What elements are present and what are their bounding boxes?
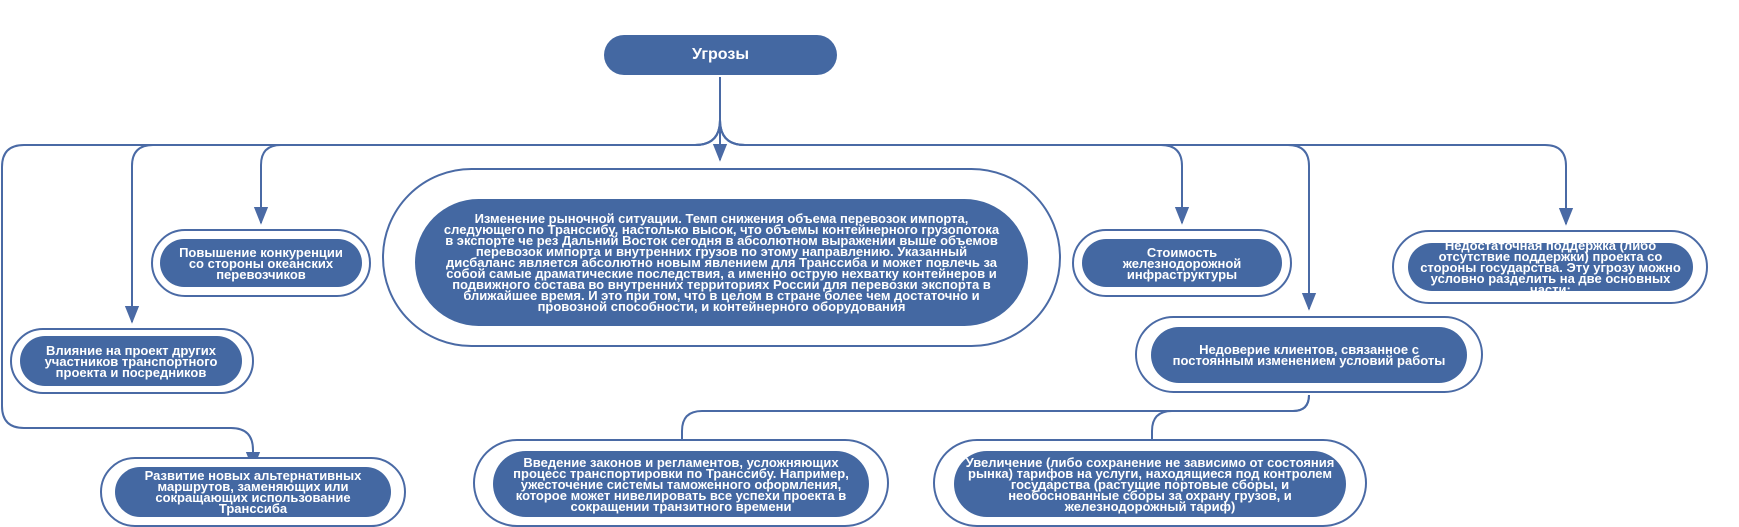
node-alternative-routes: Развитие новых альтернативных маршрутов,… bbox=[115, 467, 391, 517]
branch-tariffs bbox=[1151, 394, 1310, 444]
node-client-distrust: Недоверие клиентов, связанное с постоянн… bbox=[1151, 327, 1467, 383]
node-infra-cost: Стоимость железнодорожной инфраструктуры bbox=[1082, 239, 1282, 287]
node-ocean-competition: Повышение конкуренции со стороны океанск… bbox=[160, 239, 362, 287]
node-state-support: Недостаточная поддержка (либо отсутствие… bbox=[1408, 239, 1693, 296]
branch-alt bbox=[1, 119, 721, 470]
branch-state bbox=[719, 119, 1574, 226]
node-laws-regulations: Введение законов и регламентов, усложняю… bbox=[493, 451, 869, 517]
branch-laws bbox=[681, 394, 1310, 444]
node-market-change: Изменение рыночной ситуации. Темп снижен… bbox=[415, 199, 1028, 326]
root-node-threats: Угрозы bbox=[604, 35, 837, 75]
node-participants: Влияние на проект других участников тран… bbox=[20, 336, 242, 386]
node-tariffs: Увеличение (либо сохранение не зависимо … bbox=[954, 451, 1346, 517]
